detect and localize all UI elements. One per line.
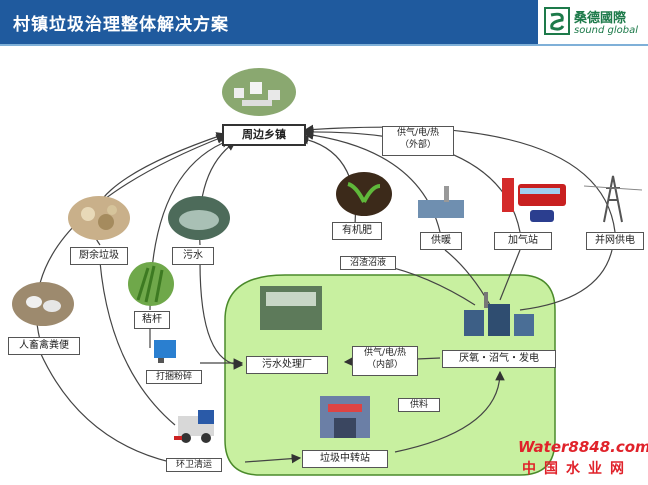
- tag-sanitation: 环卫清运: [166, 458, 222, 472]
- node-gas-station: 加气站: [494, 232, 552, 250]
- link-kitchen-transfer: [99, 261, 176, 426]
- wwtp-photo: [260, 286, 322, 330]
- town-photo: [222, 68, 296, 116]
- heating-plant-photo: [418, 186, 464, 218]
- node-town: 周边乡镇: [222, 124, 306, 146]
- logo-name-cn: 桑德國際: [574, 11, 627, 26]
- header-bar: 村镇垃圾治理整体解决方案 桑德國際 sound global: [0, 0, 648, 44]
- link-anaerobic-grid: [519, 249, 613, 311]
- node-grid: 并网供电: [586, 232, 644, 250]
- link-manure-sanitation: [39, 351, 171, 463]
- anaerobic-plant-photo: [464, 292, 534, 336]
- node-wwtp: 污水处理厂: [246, 356, 328, 374]
- manure-photo: [12, 282, 74, 326]
- page-title: 村镇垃圾治理整体解决方案: [13, 15, 229, 35]
- node-sewage: 污水: [172, 247, 214, 265]
- link-sanitation-transfer: [244, 453, 302, 464]
- node-transfer-station: 垃圾中转站: [302, 450, 388, 468]
- sanitation-truck-photo: [174, 410, 214, 443]
- node-kitchen-waste: 厨余垃圾: [70, 247, 128, 265]
- tag-baling: 打捆粉碎: [146, 370, 202, 384]
- node-manure: 人畜禽粪便: [8, 337, 80, 355]
- logo-icon: [544, 7, 570, 35]
- sewage-photo: [168, 196, 230, 240]
- straw-photo: [128, 262, 174, 306]
- logo: 桑德國際 sound global: [538, 0, 648, 44]
- power-grid-photo: [584, 175, 642, 223]
- tag-biogas-residue: 沼渣沼液: [340, 256, 396, 270]
- link-anaerobic-gas: [499, 249, 521, 301]
- header-divider: [0, 44, 648, 46]
- tag-supply-internal: 供气/电/热 （内部）: [352, 346, 418, 376]
- node-straw: 秸杆: [134, 311, 170, 329]
- node-anaerobic: 厌氧・沼气・发电: [442, 350, 556, 368]
- node-heating: 供暖: [420, 232, 462, 250]
- link-transfer-anaerobic: [394, 370, 505, 453]
- node-organic-fertilizer: 有机肥: [332, 222, 382, 240]
- tag-feedstock: 供料: [398, 398, 440, 412]
- watermark-line2: 中国水业网: [522, 461, 632, 477]
- baling-machine-icon: [154, 340, 176, 363]
- tag-supply-external-text: 供气/电/热 （外部）: [396, 128, 440, 150]
- watermark-line1: Water8848.com: [518, 438, 648, 456]
- kitchen-waste-photo: [68, 196, 130, 240]
- link-grid-town: [303, 124, 616, 233]
- gas-station-photo: [502, 178, 566, 222]
- logo-name-en: sound global: [574, 25, 639, 36]
- tag-supply-internal-text: 供气/电/热 （内部）: [363, 348, 407, 370]
- link-sewage-wwtp: [199, 261, 244, 370]
- tag-supply-external: 供气/电/热 （外部）: [382, 126, 454, 156]
- fertilizer-photo: [336, 172, 392, 216]
- transfer-station-photo: [320, 396, 370, 438]
